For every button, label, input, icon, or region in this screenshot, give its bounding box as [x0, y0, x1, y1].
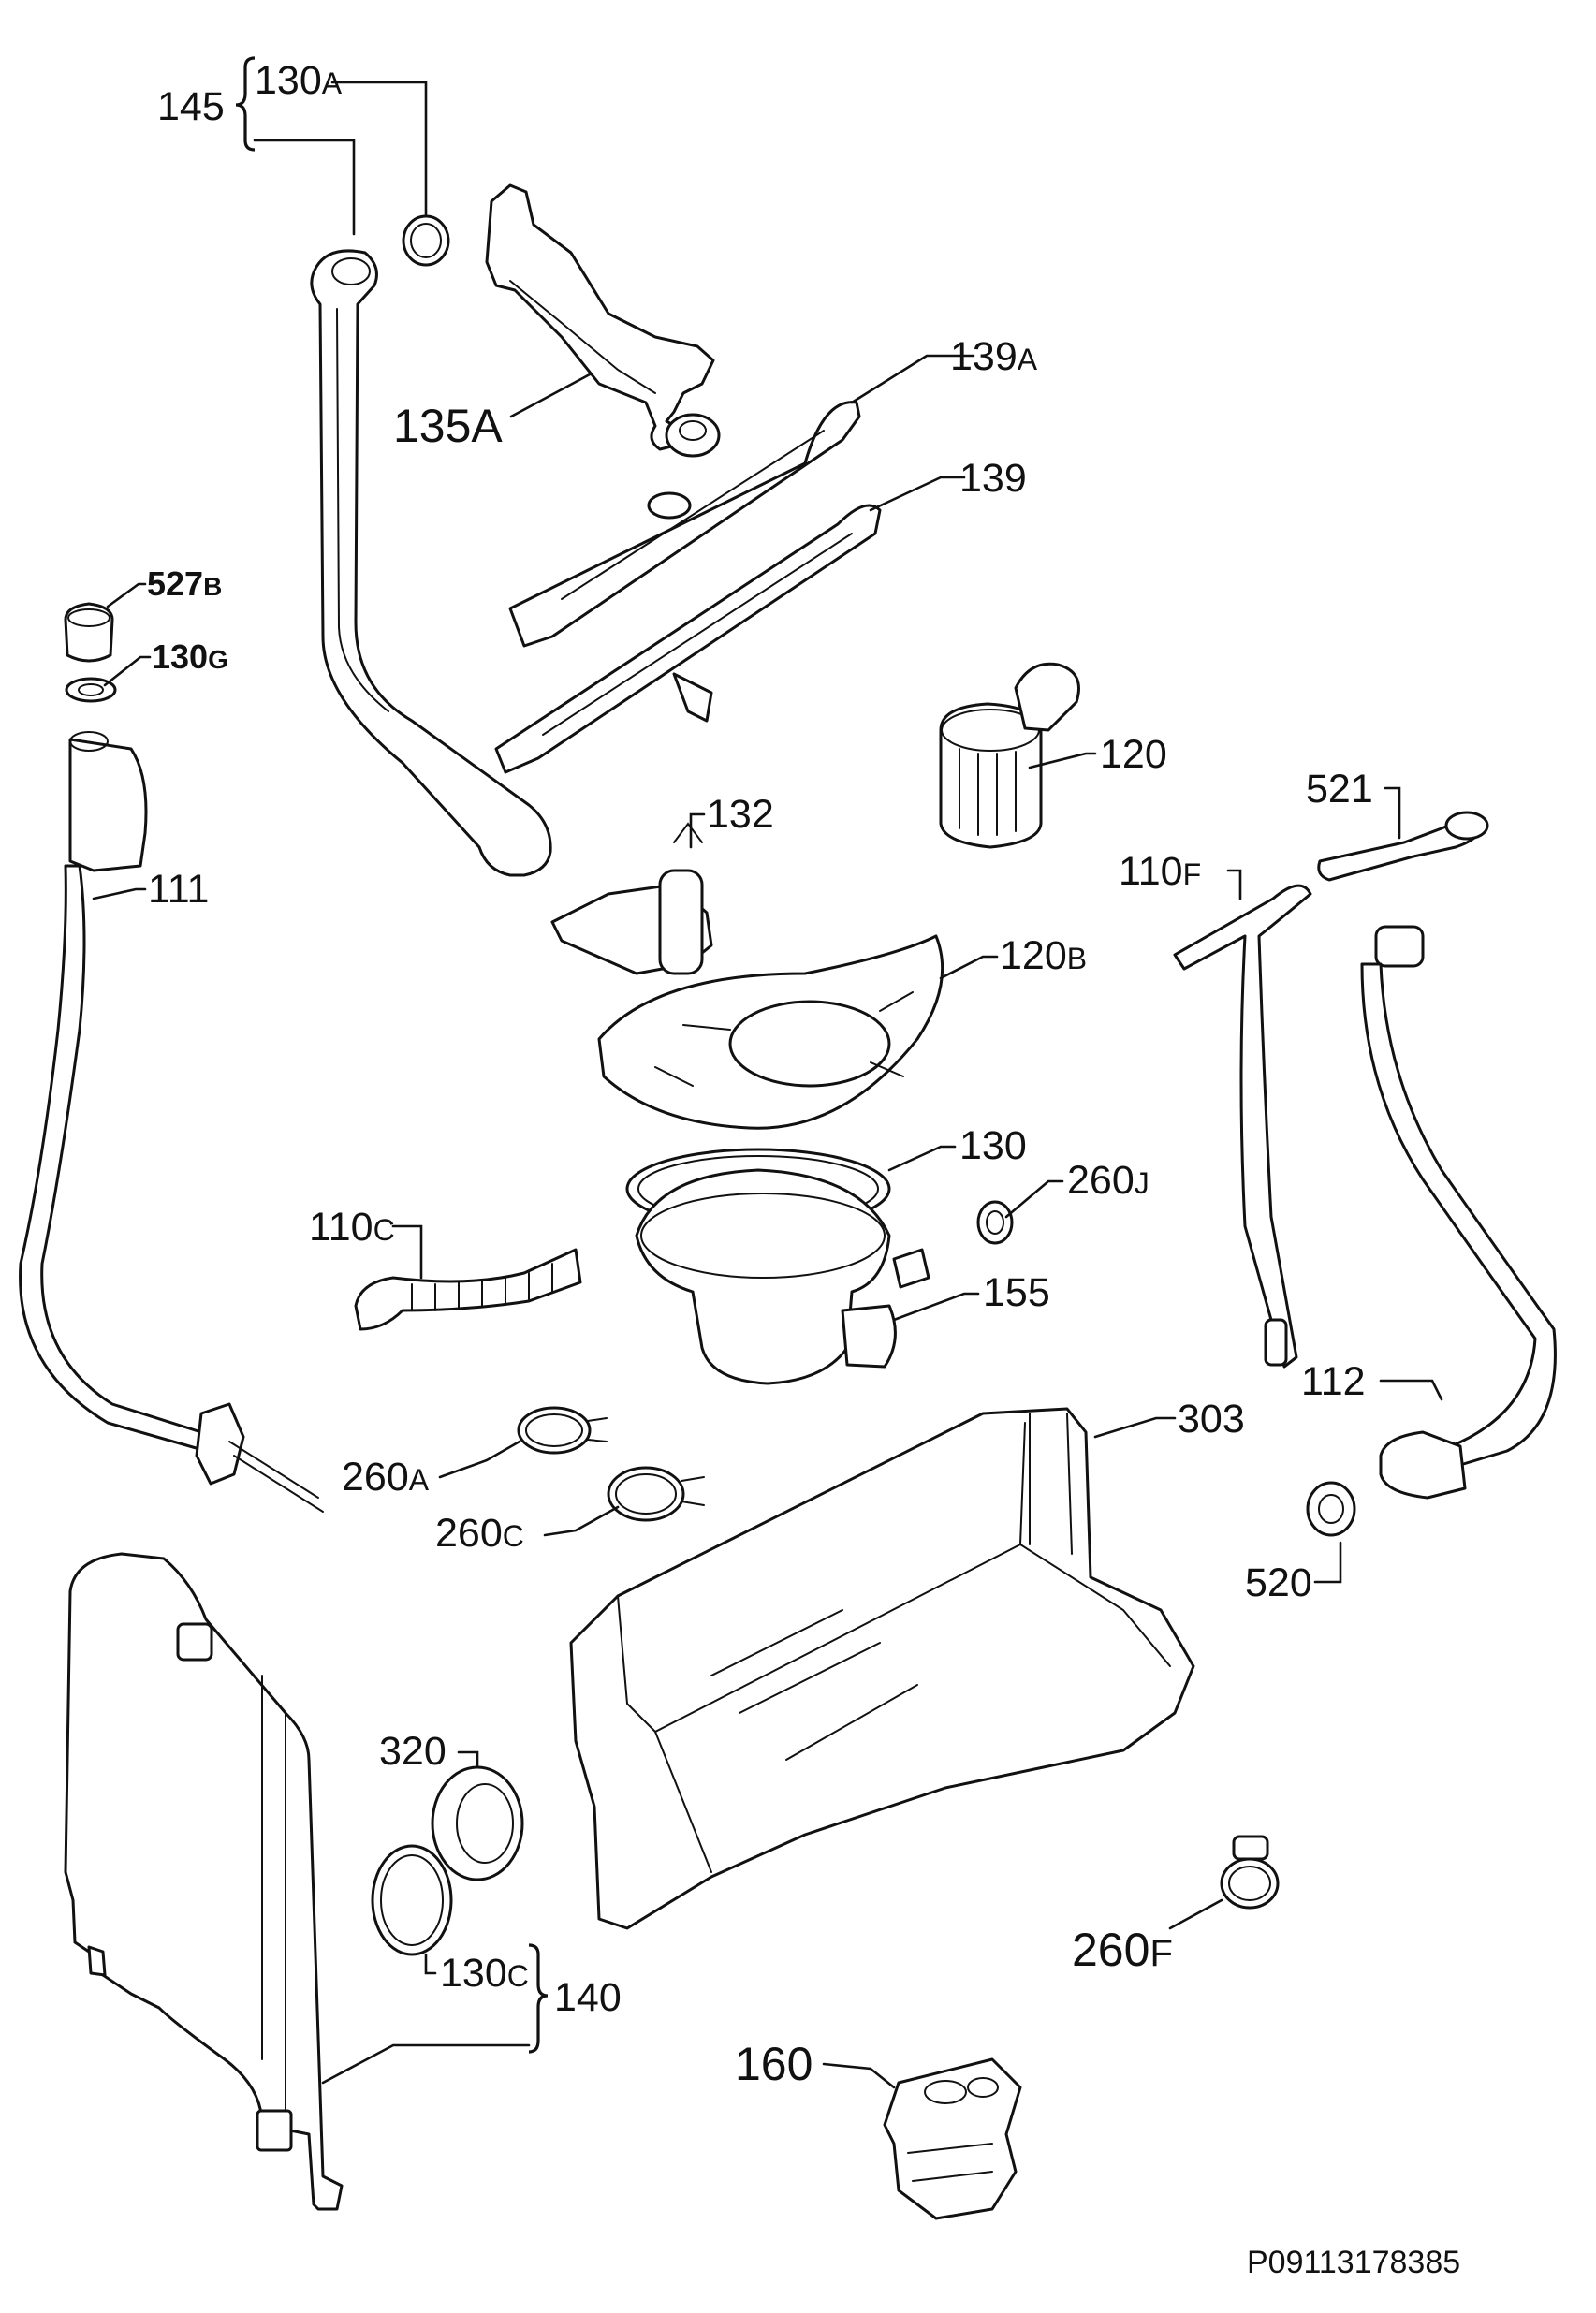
callout-111: 111	[148, 867, 209, 912]
callout-130c: 130C	[440, 1951, 529, 1996]
o-ring-130c	[371, 1844, 453, 1956]
callout-112: 112	[1301, 1359, 1366, 1404]
sensor-132	[550, 822, 713, 975]
clamp-260f	[1220, 1835, 1280, 1910]
lower-spray-arm	[494, 504, 882, 774]
hose-110c	[354, 1248, 582, 1331]
filter-120	[939, 662, 1080, 849]
upper-spray-arm	[508, 401, 861, 648]
callout-139: 139	[959, 456, 1027, 501]
reference-code: P09113178385	[1247, 2245, 1460, 2280]
callout-260a: 260A	[342, 1455, 430, 1500]
callout-521: 521	[1306, 767, 1373, 812]
drain-hose-112	[1360, 925, 1557, 1500]
callout-145: 145	[157, 84, 225, 129]
base-frame-303	[569, 1407, 1195, 1930]
strip-521	[1317, 811, 1489, 882]
side-panel-140	[64, 1552, 344, 2211]
washer-130g	[65, 677, 117, 703]
callout-303: 303	[1178, 1397, 1245, 1442]
callout-527b: 527B	[147, 564, 222, 603]
callout-139a: 139A	[950, 334, 1038, 379]
seal-320	[431, 1765, 524, 1881]
spray-arm-holder	[485, 183, 721, 458]
pump-160	[883, 2057, 1022, 2220]
callout-132: 132	[707, 792, 774, 837]
sump-cover-120b	[597, 934, 944, 1130]
callout-130: 130	[959, 1123, 1027, 1168]
clamp-260j	[976, 1200, 1014, 1245]
callout-110c: 110C	[309, 1205, 395, 1250]
clamp-260a	[517, 1406, 608, 1455]
callout-120b: 120B	[1000, 933, 1087, 978]
nut-520	[1306, 1481, 1356, 1537]
callout-520: 520	[1245, 1560, 1312, 1605]
callout-140: 140	[554, 1975, 622, 2020]
cap-527b	[64, 602, 114, 663]
callout-260j: 260J	[1067, 1158, 1149, 1203]
callout-130a: 130A	[255, 58, 343, 103]
clamp-260c	[607, 1466, 705, 1522]
callout-120: 120	[1100, 732, 1167, 777]
callout-155: 155	[983, 1270, 1050, 1315]
callout-260c: 260C	[435, 1511, 524, 1556]
hose-110f	[1173, 884, 1312, 1369]
callout-160: 160	[735, 2038, 813, 2090]
callout-110f: 110F	[1119, 849, 1201, 894]
inlet-hose	[19, 731, 324, 1513]
callout-135a: 135A	[393, 400, 503, 452]
upper-supply-pipe	[310, 249, 552, 877]
callout-260f: 260F	[1072, 1924, 1173, 1976]
callout-320: 320	[379, 1729, 447, 1774]
callout-130g: 130G	[152, 637, 228, 676]
leader-lines	[92, 56, 1443, 2089]
sump-155	[635, 1168, 930, 1385]
